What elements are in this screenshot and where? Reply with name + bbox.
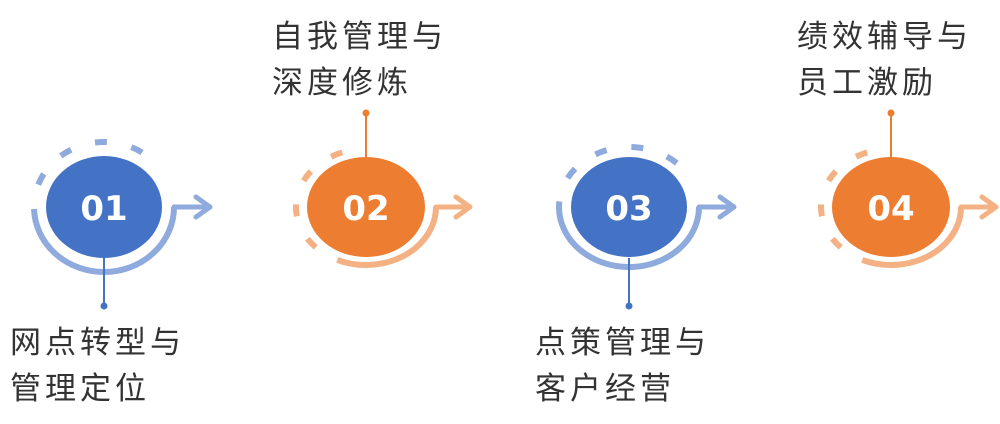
- step-4-circle: [832, 157, 950, 257]
- step-4-arrow-icon: [958, 194, 999, 220]
- step-2-caption: 自我管理与 深度修炼: [272, 14, 447, 106]
- step-1-number: 01: [80, 189, 127, 229]
- step-3-caption-line-1: 点策管理与: [535, 325, 710, 361]
- step-3-connector-dot: [625, 302, 633, 310]
- step-2-number: 02: [342, 189, 389, 229]
- step-1-caption-line-2: 管理定位: [10, 371, 150, 407]
- step-1-caption-line-1: 网点转型与: [10, 325, 185, 361]
- step-1-caption: 网点转型与 管理定位: [10, 320, 185, 412]
- step-2-connector-dot: [362, 109, 370, 117]
- step-1: 01: [31, 139, 213, 310]
- step-4-caption: 绩效辅导与 员工激励: [797, 14, 972, 106]
- step-2-caption-line-2: 深度修炼: [272, 65, 412, 101]
- step-2-circle: [307, 157, 425, 257]
- step-1-arrow-icon: [171, 194, 213, 220]
- step-4: 04: [818, 109, 999, 268]
- step-3: 03: [556, 144, 737, 310]
- step-1-connector-dot: [100, 302, 108, 310]
- step-3-circle: [571, 157, 687, 257]
- step-2-caption-line-1: 自我管理与: [272, 19, 447, 55]
- step-3-arrow-icon: [696, 194, 737, 220]
- step-4-connector-dot: [887, 109, 895, 117]
- step-1-circle: [46, 156, 162, 258]
- step-3-number: 03: [605, 189, 652, 229]
- step-4-caption-line-1: 绩效辅导与: [797, 19, 972, 55]
- step-3-caption: 点策管理与 客户经营: [535, 320, 710, 412]
- step-2-arrow-icon: [433, 194, 473, 220]
- step-3-caption-line-2: 客户经营: [535, 371, 675, 407]
- step-2: 02: [293, 109, 473, 268]
- step-4-number: 04: [867, 189, 914, 229]
- step-4-caption-line-2: 员工激励: [797, 65, 937, 101]
